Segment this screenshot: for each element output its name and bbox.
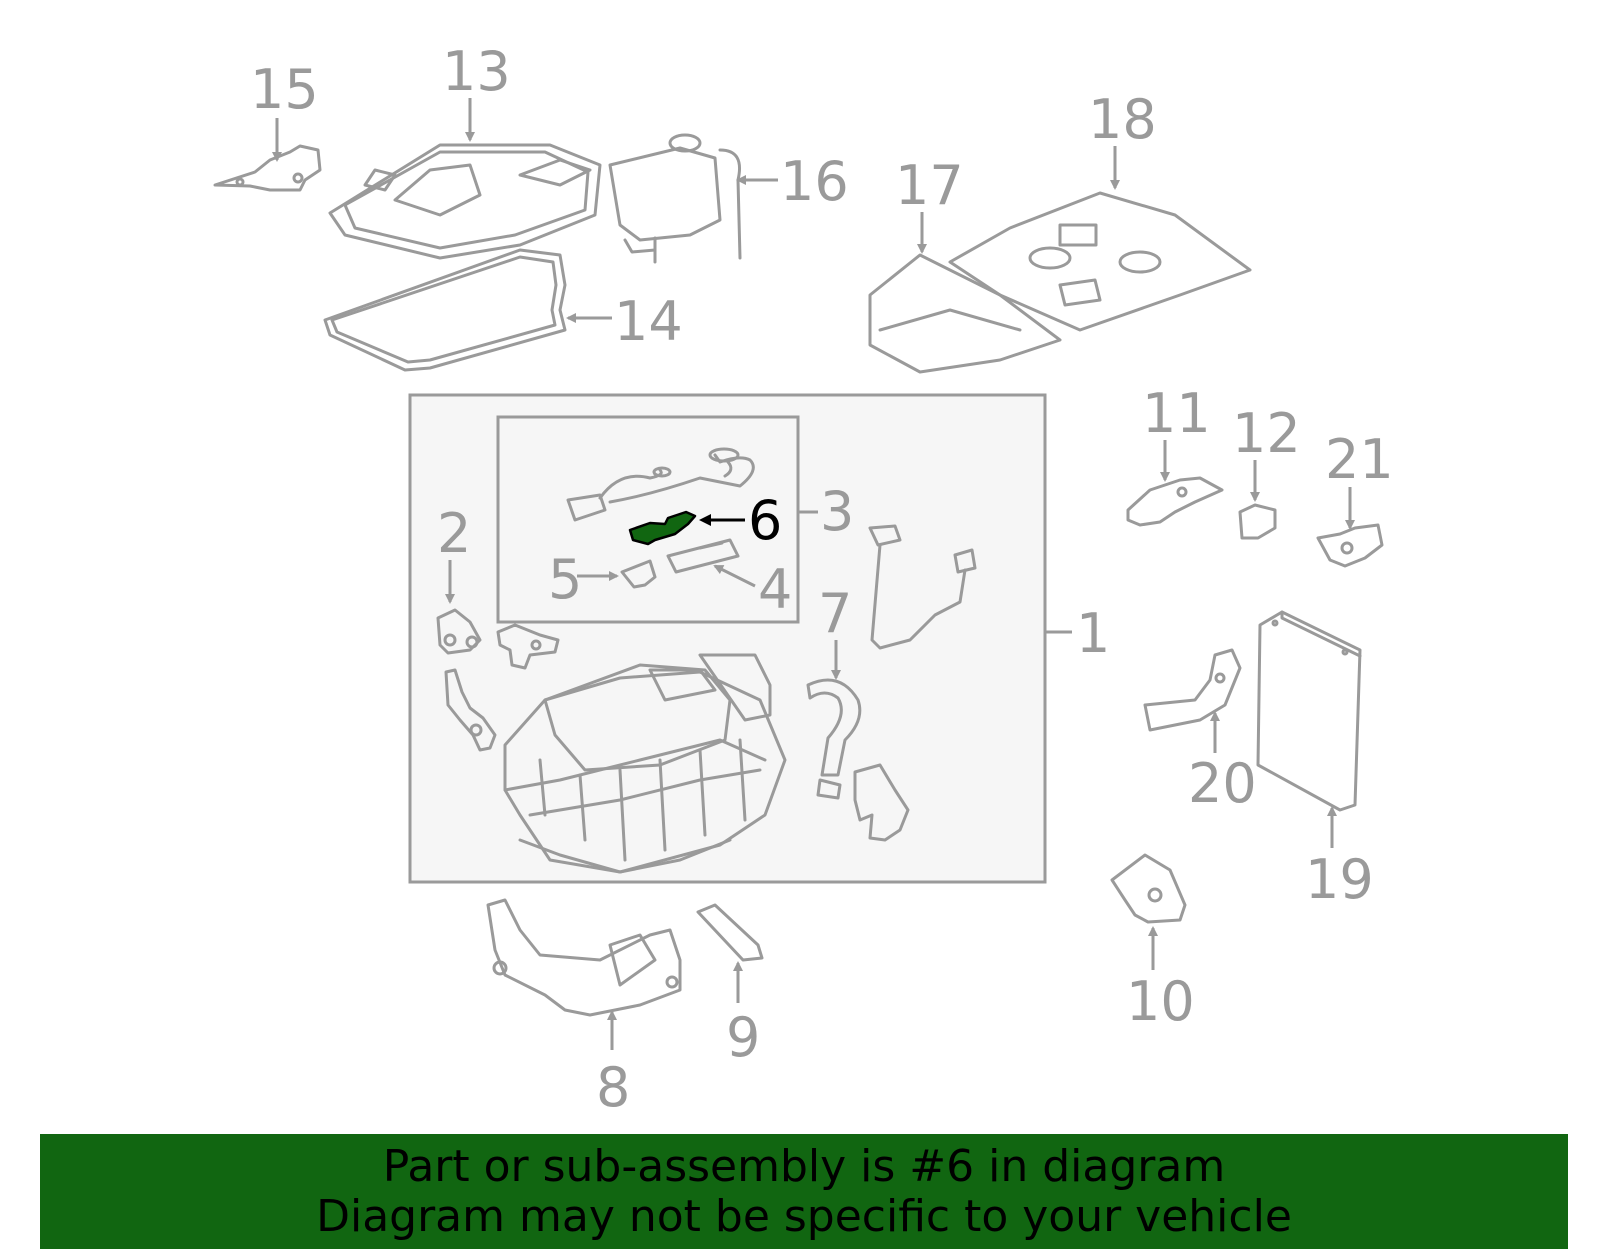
- part-9-strip: [696, 903, 764, 962]
- part-12-clip: [1238, 503, 1277, 540]
- callout-16: 16: [780, 150, 849, 213]
- callout-12: 12: [1232, 402, 1301, 465]
- callout-11: 11: [1142, 382, 1211, 445]
- part-3-harness: [566, 447, 755, 522]
- callout-labels: 1 2 3 4 5 6 7 8 9 10 11 12 13 14 15 16 1…: [250, 40, 1394, 1119]
- callout-21: 21: [1325, 428, 1394, 491]
- wire-harness: [868, 524, 977, 650]
- callout-19: 19: [1305, 848, 1374, 911]
- callout-18: 18: [1088, 88, 1157, 151]
- callout-13: 13: [442, 40, 511, 103]
- callout-8: 8: [596, 1056, 630, 1119]
- part-8-bracket: [486, 898, 682, 1017]
- part-17-18-undercover: [868, 191, 1252, 374]
- banner-line-1: Part or sub-assembly is #6 in diagram: [382, 1141, 1226, 1192]
- callout-6: 6: [748, 489, 782, 552]
- part-5-clip: [620, 559, 657, 589]
- part-14-gasket: [323, 248, 567, 372]
- part-6-highlighted: [628, 510, 697, 546]
- callout-14: 14: [614, 290, 683, 353]
- callout-2: 2: [437, 502, 471, 565]
- callout-3: 3: [820, 480, 854, 543]
- part-10-bracket: [1110, 853, 1187, 924]
- callout-5: 5: [548, 548, 582, 611]
- inverter-body: [503, 653, 787, 874]
- leader-lines: [272, 98, 1355, 1050]
- part-16-reservoir: [608, 133, 742, 264]
- callout-20: 20: [1188, 752, 1257, 815]
- part-21-bracket: [1316, 523, 1384, 568]
- part-19-ecu: [1256, 610, 1362, 812]
- info-banner: Part or sub-assembly is #6 in diagram Di…: [40, 1134, 1568, 1249]
- part-20-bracket: [1143, 648, 1242, 732]
- callout-7: 7: [818, 582, 852, 645]
- part-13-cover: [328, 143, 602, 260]
- part-11-bracket: [1126, 476, 1224, 527]
- callout-4: 4: [758, 558, 792, 621]
- part-7-hose: [806, 678, 862, 800]
- callout-1: 1: [1076, 602, 1110, 665]
- banner-line-2: Diagram may not be specific to your vehi…: [316, 1191, 1292, 1242]
- callout-17: 17: [895, 154, 964, 217]
- part-15-bracket: [213, 144, 322, 192]
- parts-diagram: 1 2 3 4 5 6 7 8 9 10 11 12 13 14 15 16 1…: [213, 40, 1394, 1119]
- part-7b-bracket: [853, 763, 910, 842]
- part-4-block: [666, 538, 740, 574]
- sub-assembly-box: [496, 415, 800, 624]
- part-2-bracket: [436, 608, 560, 670]
- callout-9: 9: [726, 1006, 760, 1069]
- callout-10: 10: [1126, 970, 1195, 1033]
- callout-15: 15: [250, 58, 319, 121]
- part-2b-strap: [444, 668, 497, 752]
